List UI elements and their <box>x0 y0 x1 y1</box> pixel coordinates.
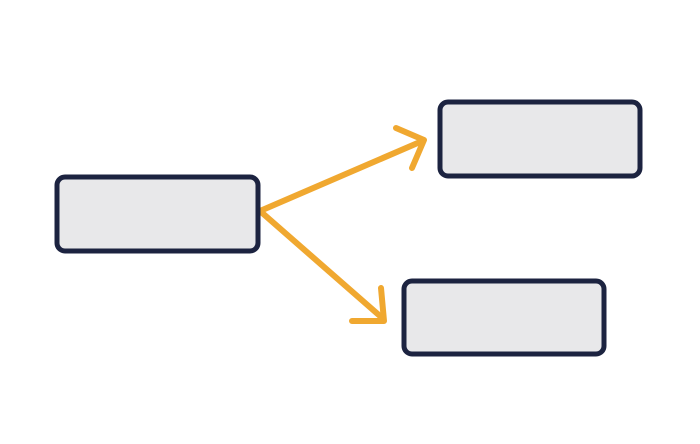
node-box[interactable] <box>54 174 261 254</box>
edge-source-to-top <box>257 125 427 214</box>
node-box[interactable] <box>437 99 643 179</box>
arrowhead-icon <box>393 125 427 171</box>
node-target-bottom[interactable] <box>401 278 607 357</box>
node-target-top[interactable] <box>437 99 643 179</box>
node-box[interactable] <box>401 278 607 357</box>
edge-line <box>257 208 383 319</box>
edge-line <box>257 139 423 214</box>
edge-source-to-bottom <box>257 208 387 324</box>
arrowhead-icon <box>349 285 387 324</box>
node-source[interactable] <box>54 174 261 254</box>
